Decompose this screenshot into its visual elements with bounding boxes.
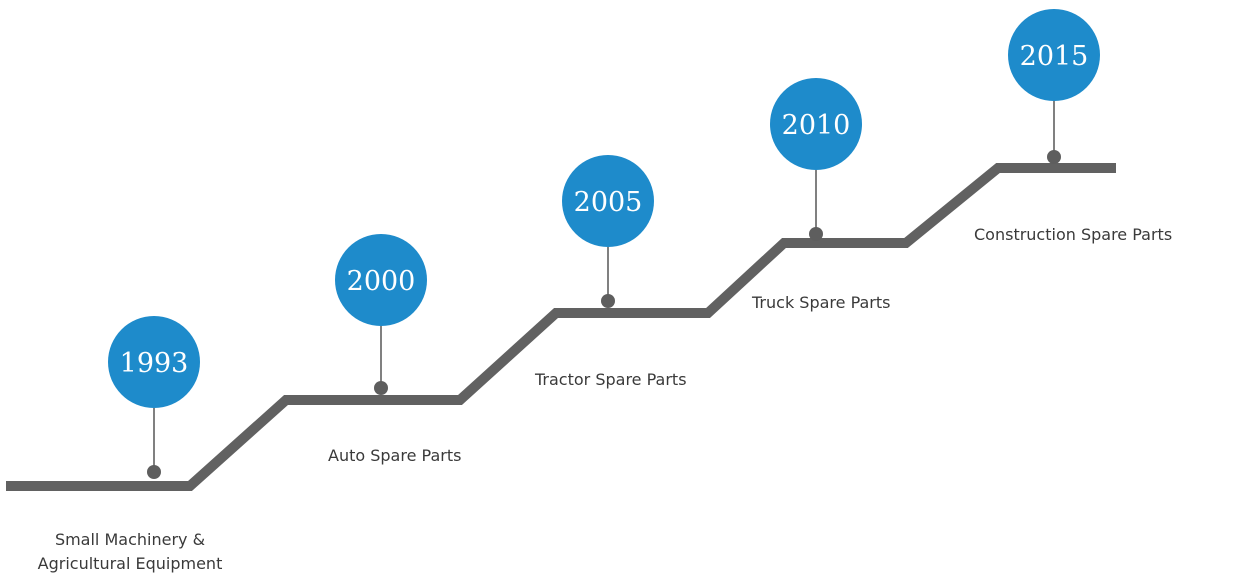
milestone-label-line: Small Machinery & xyxy=(54,530,206,549)
milestone-dot xyxy=(1047,150,1061,164)
year-label: 1993 xyxy=(120,348,189,379)
milestone-dot xyxy=(374,381,388,395)
year-circle xyxy=(770,78,862,170)
year-label: 2000 xyxy=(347,266,416,297)
milestone-marker-1993: 1993 xyxy=(108,316,200,479)
milestone-label-2015: Construction Spare Parts xyxy=(974,225,1173,244)
year-circle xyxy=(108,316,200,408)
milestone-dot xyxy=(809,227,823,241)
year-label: 2015 xyxy=(1020,41,1089,72)
year-circle xyxy=(335,234,427,326)
year-circle xyxy=(1008,9,1100,101)
milestone-label-2000: Auto Spare Parts xyxy=(328,446,462,465)
year-label: 2005 xyxy=(574,187,643,218)
milestone-label-2005: Tractor Spare Parts xyxy=(535,370,687,389)
year-label: 2010 xyxy=(782,110,851,141)
milestone-label-2010: Truck Spare Parts xyxy=(752,293,891,312)
milestone-dot xyxy=(147,465,161,479)
milestone-label-1993: Small Machinery & Agricultural Equipment xyxy=(30,528,230,576)
milestone-marker-2010: 2010 xyxy=(770,78,862,241)
year-circle xyxy=(562,155,654,247)
milestone-marker-2005: 2005 xyxy=(562,155,654,308)
timeline-staircase xyxy=(6,163,1116,491)
milestone-label-line: Agricultural Equipment xyxy=(37,554,223,573)
milestone-marker-2000: 2000 xyxy=(335,234,427,395)
milestone-dot xyxy=(601,294,615,308)
milestone-marker-2015: 2015 xyxy=(1008,9,1100,164)
